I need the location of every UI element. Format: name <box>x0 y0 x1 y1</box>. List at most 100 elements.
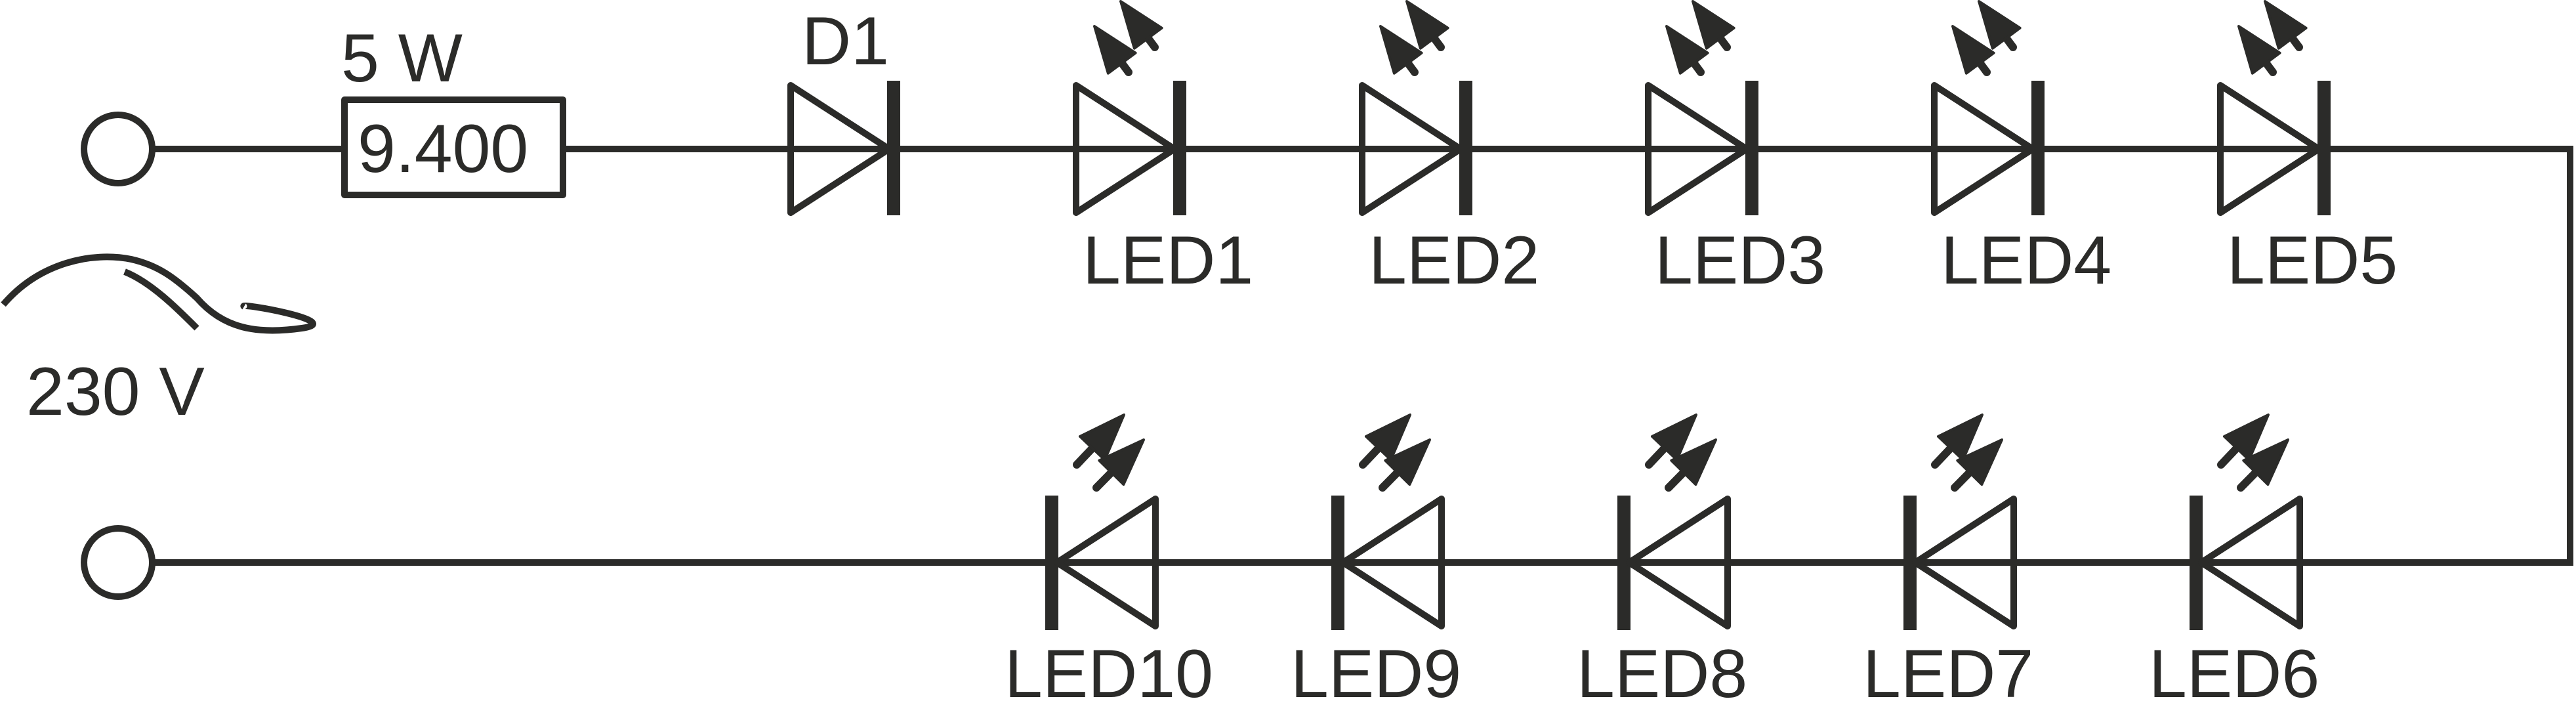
terminal-bottom <box>81 525 156 600</box>
light-emission-icon <box>1951 0 2022 76</box>
light-emission-icon <box>1931 414 2003 492</box>
emission-arrow-1-shaft <box>1403 59 1419 76</box>
led-triangle <box>1340 496 1445 629</box>
led-label: LED6 <box>2149 636 2319 701</box>
led-5: LED5 <box>2217 0 2398 299</box>
emission-arrow-1-head <box>1936 414 1984 461</box>
led-1: LED1 <box>1073 0 1253 299</box>
emission-arrow-2-shaft <box>2288 34 2303 51</box>
emission-arrow-2-head <box>1692 0 1735 50</box>
emission-arrow-1-shaft <box>1690 59 1705 76</box>
diode-d1-cathode-bar <box>887 81 900 215</box>
emission-arrow-2-shaft <box>1379 468 1402 492</box>
led-label: LED9 <box>1291 636 1461 701</box>
led-triangle <box>1359 82 1464 216</box>
emission-arrow-1-shaft <box>1073 444 1096 469</box>
emission-arrow-2-shaft <box>1144 34 1159 51</box>
led-cathode-bar <box>1173 81 1186 215</box>
led-top-row: LED1 LED2 LED3 LED4 LED5 <box>1073 0 2398 299</box>
led-cathode-bar <box>1459 81 1472 215</box>
led-cathode-bar <box>1903 496 1917 630</box>
emission-arrow-2-head <box>1956 438 2003 486</box>
led-6: LED6 <box>2149 414 2319 701</box>
resistor-value-label: 9.400 <box>358 111 528 187</box>
light-emission-icon <box>1093 0 1163 76</box>
emission-arrow-1-head <box>2222 414 2270 461</box>
led-label: LED8 <box>1577 636 1747 701</box>
emission-arrow-2-head <box>1978 0 2022 50</box>
led-label: LED5 <box>2227 223 2398 299</box>
emission-arrow-1-head <box>1951 25 1995 75</box>
light-emission-icon <box>1073 414 1145 492</box>
led-triangle <box>1626 496 1731 629</box>
led-7: LED7 <box>1863 414 2033 701</box>
emission-arrow-1-head <box>2237 25 2281 75</box>
emission-arrow-2-head <box>2242 438 2289 486</box>
emission-arrow-2-head <box>1119 0 1163 50</box>
led-cathode-bar <box>1617 496 1631 630</box>
emission-arrow-2-shaft <box>1716 34 1731 51</box>
led-cathode-bar <box>1045 496 1058 630</box>
emission-arrow-2-shaft <box>1430 34 1445 51</box>
led-label: LED7 <box>1863 636 2033 701</box>
light-emission-icon <box>2237 0 2308 76</box>
terminal-top <box>81 112 156 186</box>
led-triangle <box>1645 82 1750 216</box>
light-emission-icon <box>2217 414 2289 492</box>
led-cathode-bar <box>2317 81 2331 215</box>
led-2: LED2 <box>1359 0 1539 299</box>
emission-arrow-2-shaft <box>1951 468 1974 492</box>
emission-arrow-1-head <box>1379 25 1423 75</box>
emission-arrow-1-shaft <box>1117 59 1132 76</box>
led-10: LED10 <box>1005 414 1213 701</box>
resistor-body <box>341 96 566 198</box>
led-label: LED2 <box>1369 223 1539 299</box>
led-cathode-bar <box>1745 81 1758 215</box>
led-label: LED3 <box>1655 223 1825 299</box>
led-triangle <box>1931 82 2036 216</box>
emission-arrow-1-head <box>1665 25 1709 75</box>
emission-arrow-2-shaft <box>2002 34 2017 51</box>
emission-arrow-1-shaft <box>1931 444 1955 469</box>
resistor-power-label: 5 W <box>341 20 463 96</box>
led-label: LED1 <box>1083 223 1253 299</box>
emission-arrow-2-shaft <box>2237 468 2260 492</box>
led-cathode-bar <box>2031 81 2045 215</box>
emission-arrow-2-head <box>1098 438 1145 486</box>
emission-arrow-1-shaft <box>1359 444 1382 469</box>
led-8: LED8 <box>1577 414 1747 701</box>
emission-arrow-1-shaft <box>2262 59 2277 76</box>
emission-arrow-2-head <box>2264 0 2308 50</box>
emission-arrow-2-shaft <box>1665 468 1688 492</box>
led-triangle <box>1073 82 1178 216</box>
led-4: LED4 <box>1931 0 2111 299</box>
led-triangle <box>2217 82 2322 216</box>
diode-d1: D1 <box>787 3 900 216</box>
led-9: LED9 <box>1291 414 1461 701</box>
led-label: LED10 <box>1005 636 1213 701</box>
led-cathode-bar <box>2190 496 2203 630</box>
led-3: LED3 <box>1645 0 1825 299</box>
ac-sine-icon <box>1 253 316 334</box>
led-bottom-row: LED10 LED9 LED8 LED7 LED6 <box>1005 414 2319 701</box>
led-cathode-bar <box>1331 496 1344 630</box>
emission-arrow-2-shaft <box>1092 468 1115 492</box>
emission-arrow-1-head <box>1093 25 1137 75</box>
emission-arrow-1-head <box>1078 414 1125 461</box>
led-label: LED4 <box>1941 223 2111 299</box>
emission-arrow-1-shaft <box>1976 59 1991 76</box>
emission-arrow-2-head <box>1384 438 1431 486</box>
led-triangle <box>1912 496 2017 629</box>
led-triangle <box>2198 496 2303 629</box>
voltage-label: 230 V <box>26 354 205 430</box>
emission-arrow-2-head <box>1670 438 1717 486</box>
emission-arrow-1-shaft <box>1645 444 1669 469</box>
ac-sine-icon-tail <box>123 268 199 331</box>
light-emission-icon <box>1359 414 1431 492</box>
emission-arrow-1-head <box>1650 414 1697 461</box>
light-emission-icon <box>1379 0 1449 76</box>
light-emission-icon <box>1645 414 1717 492</box>
emission-arrow-1-head <box>1364 414 1411 461</box>
diode-d1-label: D1 <box>802 3 889 79</box>
emission-arrow-1-shaft <box>2217 444 2241 469</box>
